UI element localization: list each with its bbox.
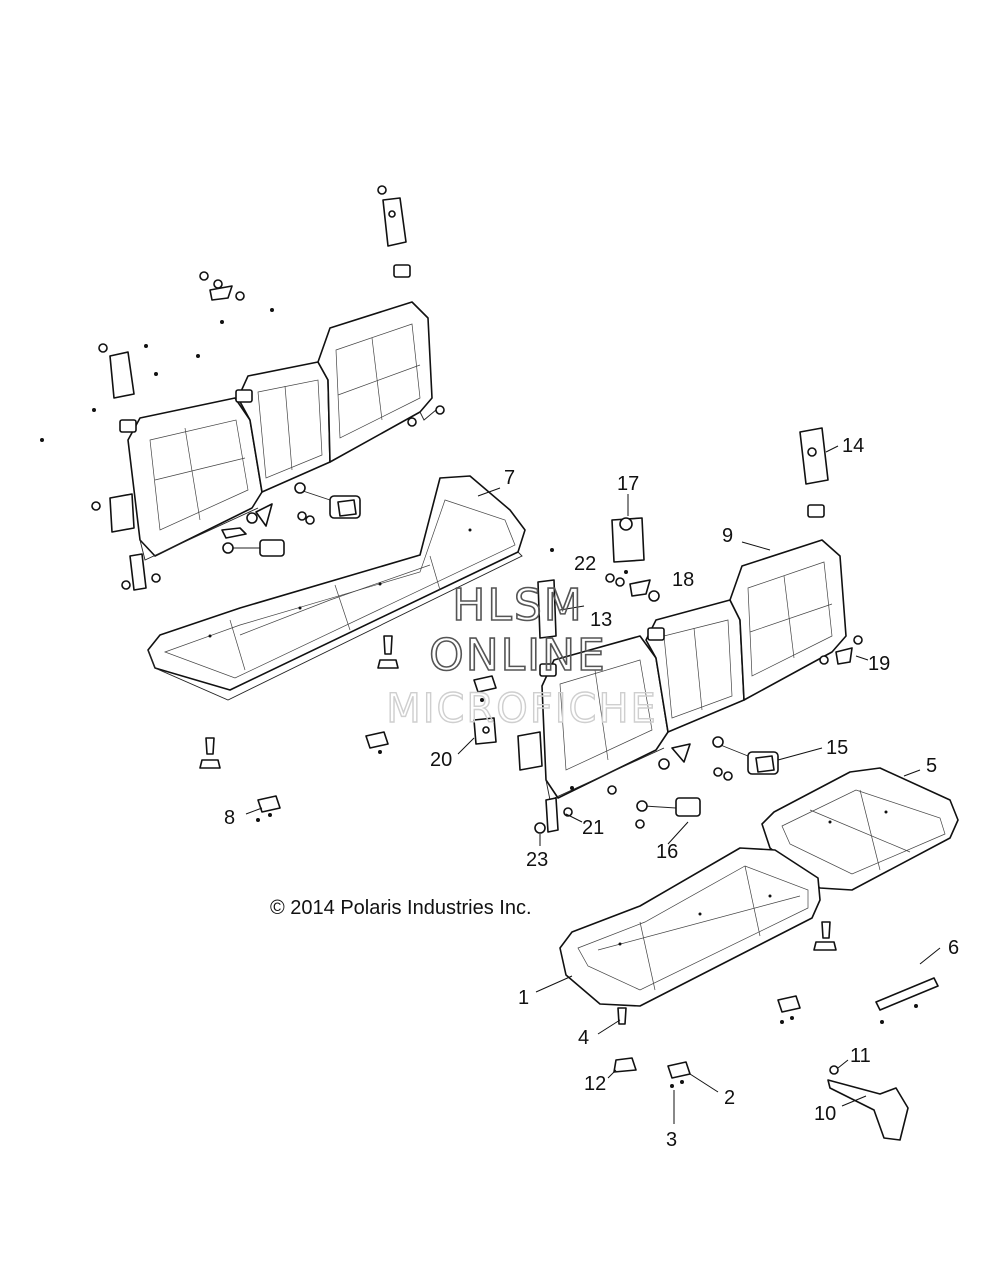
front-bench-cushion: [559, 847, 821, 1007]
watermark-line-2: ONLINE: [429, 630, 607, 681]
callout-18: 18: [672, 569, 694, 591]
rear-cushion-hardware: [199, 635, 497, 822]
watermark-line-3: MICROFICHE: [386, 686, 658, 732]
callout-20: 20: [430, 749, 452, 771]
callout-12: 12: [584, 1073, 606, 1095]
callout-9: 9: [722, 525, 733, 547]
callout-22: 22: [574, 553, 596, 575]
front-seat-belt-buckles: [607, 736, 779, 829]
callout-11: 11: [850, 1045, 871, 1067]
callout-5: 5: [926, 755, 937, 777]
callout-7: 7: [504, 467, 515, 489]
front-seat-backrest: [541, 539, 847, 801]
rear-seat-belt-buckles: [221, 482, 361, 557]
front-cushion-hardware: [613, 921, 939, 1141]
rear-seat-backrest: [127, 301, 437, 561]
watermark: HLSM ONLINE MICROFICHE: [385, 579, 658, 733]
callout-10: 10: [814, 1103, 836, 1125]
callout-13: 13: [590, 609, 612, 631]
watermark-line-1: HLSM: [452, 580, 584, 631]
rear-seat-hardware: [40, 185, 445, 591]
callout-labels: 7 17 14 9 22 18 13 19 15 5 20 21 16 23 8…: [224, 435, 959, 1151]
copyright-notice: © 2014 Polaris Industries Inc.: [270, 897, 532, 919]
callout-23: 23: [526, 849, 548, 871]
callout-3: 3: [666, 1129, 677, 1151]
rear-seat-cushion: [147, 475, 526, 701]
callout-2: 2: [724, 1087, 735, 1109]
callout-1: 1: [518, 987, 529, 1009]
callout-21: 21: [582, 817, 604, 839]
callout-15: 15: [826, 737, 848, 759]
callout-8: 8: [224, 807, 235, 829]
leader-lines: [245, 445, 941, 1124]
callout-14: 14: [842, 435, 864, 457]
callout-19: 19: [868, 653, 890, 675]
callout-4: 4: [578, 1027, 589, 1049]
front-seat-hardware: [473, 427, 863, 834]
callout-16: 16: [656, 841, 678, 863]
callout-6: 6: [948, 937, 959, 959]
callout-17: 17: [617, 473, 639, 495]
